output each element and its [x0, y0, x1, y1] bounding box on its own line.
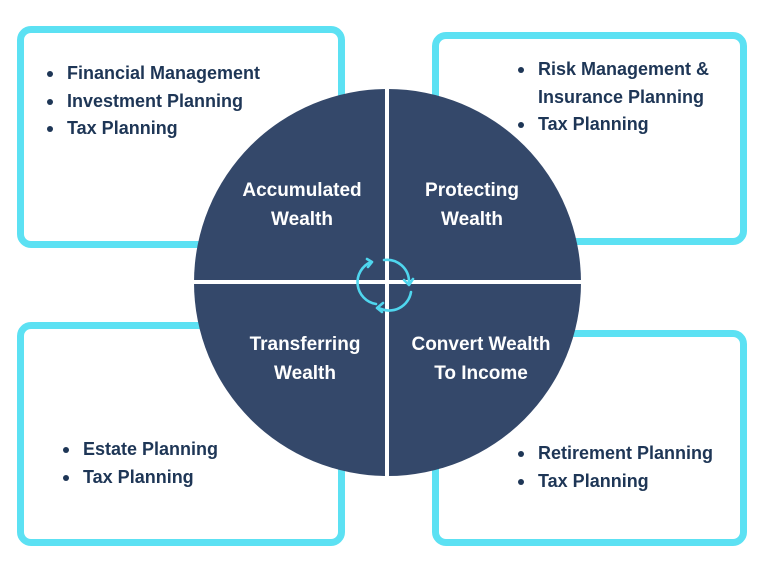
list-item: Risk Management &	[518, 56, 709, 84]
quadrant-label-protecting: Protecting Wealth	[382, 176, 562, 234]
list-item: Tax Planning	[63, 464, 218, 492]
label-line: Wealth	[274, 363, 336, 384]
list-item: Financial Management	[47, 60, 260, 88]
list-item: Tax Planning	[518, 468, 713, 496]
list-item: Retirement Planning	[518, 440, 713, 468]
label-line: To Income	[434, 363, 528, 384]
protecting-wealth-list: Risk Management & Insurance Planning Tax…	[518, 56, 709, 139]
label-line: Protecting	[425, 180, 519, 201]
list-item: Tax Planning	[518, 111, 709, 139]
convert-wealth-list: Retirement Planning Tax Planning	[518, 440, 713, 495]
quadrant-label-accumulated: Accumulated Wealth	[212, 176, 392, 234]
label-line: Transferring	[249, 334, 361, 355]
cycle-arrows-icon	[356, 257, 415, 314]
quadrant-label-transferring: Transferring Wealth	[215, 330, 395, 388]
quadrant-label-convert: Convert Wealth To Income	[391, 330, 571, 388]
list-item: Investment Planning	[47, 88, 260, 116]
label-line: Convert Wealth	[411, 334, 551, 355]
list-item: Tax Planning	[47, 115, 260, 143]
label-line: Wealth	[441, 209, 503, 230]
label-line: Wealth	[271, 209, 333, 230]
list-item: Estate Planning	[63, 436, 218, 464]
label-line: Accumulated	[242, 180, 362, 201]
accumulated-wealth-list: Financial Management Investment Planning…	[47, 60, 260, 143]
transferring-wealth-list: Estate Planning Tax Planning	[63, 436, 218, 491]
horizontal-divider	[194, 280, 581, 284]
list-item-continued: Insurance Planning	[538, 86, 705, 107]
